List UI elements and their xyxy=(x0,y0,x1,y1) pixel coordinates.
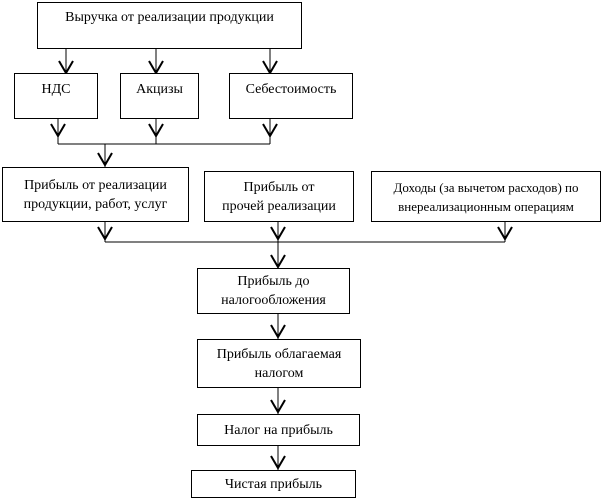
revenue-label: Выручка от реализации продукции xyxy=(65,10,274,25)
arrowhead-icon xyxy=(262,123,278,138)
cost-label: Себестоимость xyxy=(245,82,337,97)
arrowhead-icon xyxy=(270,399,286,414)
arrowhead-icon xyxy=(97,226,113,241)
net-profit-label: Чистая прибыль xyxy=(224,476,323,492)
nonoperating-income-label: Доходы (за вычетом расходов) по внереали… xyxy=(393,179,579,214)
profit-sales-label: Прибыль от реализации продукции, работ, … xyxy=(23,177,168,212)
profit-sales-box: Прибыль от реализации продукции, работ, … xyxy=(2,167,189,222)
taxable-profit-box: Прибыль облагаемая налогом xyxy=(197,339,361,388)
arrowhead-icon xyxy=(497,226,513,241)
revenue-box: Выручка от реализации продукции xyxy=(37,2,302,49)
pretax-profit-label: Прибыль до налогообложения xyxy=(221,274,326,308)
arrowhead-icon xyxy=(270,324,286,339)
arrowhead-icon xyxy=(97,152,113,167)
income-tax-label: Налог на прибыль xyxy=(224,422,333,438)
vat-box: НДС xyxy=(14,73,98,119)
cost-box: Себестоимость xyxy=(229,73,353,119)
pretax-profit-box: Прибыль до налогообложения xyxy=(197,268,350,314)
excise-box: Акцизы xyxy=(120,73,199,119)
arrowhead-icon xyxy=(270,254,286,269)
taxable-profit-label: Прибыль облагаемая налогом xyxy=(216,346,342,381)
income-tax-box: Налог на прибыль xyxy=(197,414,360,446)
excise-label: Акцизы xyxy=(136,82,183,97)
arrowhead-icon xyxy=(50,123,66,138)
arrowhead-icon xyxy=(270,226,286,241)
arrowhead-icon xyxy=(148,123,164,138)
profit-other-box: Прибыль от прочей реализации xyxy=(204,171,354,222)
net-profit-box: Чистая прибыль xyxy=(191,470,356,498)
vat-label: НДС xyxy=(41,82,71,97)
arrowhead-icon xyxy=(270,455,286,470)
nonoperating-income-box: Доходы (за вычетом расходов) по внереали… xyxy=(371,171,601,222)
profit-other-label: Прибыль от прочей реализации xyxy=(222,179,336,214)
